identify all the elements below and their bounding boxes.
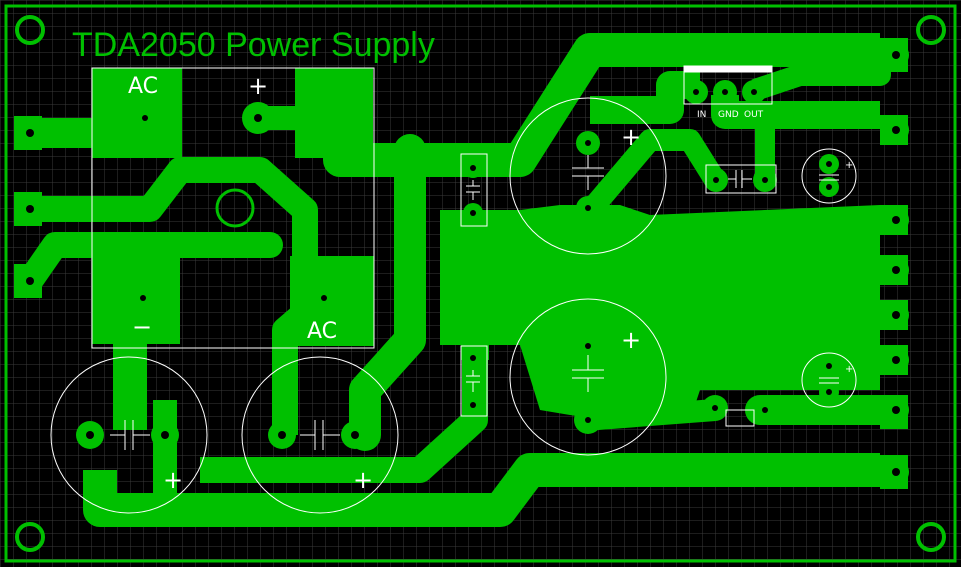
cap-symbol [466,180,480,200]
bridge-ac-top-label: AC [128,74,158,99]
cap-symbol [110,420,150,450]
regulator-out-label: OUT [744,110,764,120]
silkscreen-text: TDA2050 Power Supply AC AC + − + + + + +… [72,26,853,494]
trace-minus-bottom [83,453,880,527]
mounting-hole [15,15,45,45]
cap4-plus-label: + [621,326,641,354]
trace-gnd-left [200,360,488,483]
silkscreen-layer [50,65,857,514]
bridge-mount-hole [215,188,255,228]
mounting-hole [916,15,946,45]
mounting-hole [15,522,45,552]
trace-plus-rail [323,33,880,177]
mounting-hole [916,522,946,552]
cap-symbol [819,174,839,181]
cap1-plus-label: + [163,466,183,494]
cap-symbol [300,420,340,450]
trace-reg-out [751,60,891,101]
regulator-in-label: IN [697,110,706,120]
trace-neg-reg [584,399,716,431]
trace-left-ac2 [17,157,318,288]
resistor-outline [725,409,755,427]
capacitor-outline [509,298,667,456]
regulator-gnd-label: GND [718,110,739,120]
capacitor-outline [50,356,208,514]
cap-symbol [466,370,480,392]
ceramic-cap-outline [460,345,488,417]
trace-bridge-ac-bottom [272,290,329,435]
board-outline [4,4,957,563]
trace-plus-rail-down [349,134,426,451]
small-cap-top-plus-label: + [845,160,853,171]
bridge-ac-bottom-label: AC [307,319,337,344]
capacitor-outline [241,356,399,514]
regulator-tab [683,65,773,73]
cap-symbol [819,377,839,384]
cap2-plus-label: + [353,466,373,494]
bridge-plus-label: + [248,72,268,100]
board-title: TDA2050 Power Supply [72,26,435,64]
trace-left-gnd [17,232,283,294]
drill-holes [26,51,900,476]
mounting-holes [15,15,946,552]
ceramic-cap-outline [460,153,488,227]
small-capacitor-outline [801,352,857,408]
copper-layer [14,33,909,527]
cap-symbol [572,155,604,190]
small-capacitor-outline [801,148,857,204]
ground-plane [440,205,880,420]
trace-small-cap [586,129,725,213]
ceramic-cap-outline [705,164,777,194]
bridge-minus-label: − [132,313,152,341]
capacitor-outline [509,97,667,255]
bridge-rectifier-outline [91,67,375,349]
cap-symbol [728,170,752,188]
small-cap-bottom-plus-label: + [845,364,853,375]
cap-symbol [572,355,604,392]
cap3-plus-label: + [621,123,641,151]
